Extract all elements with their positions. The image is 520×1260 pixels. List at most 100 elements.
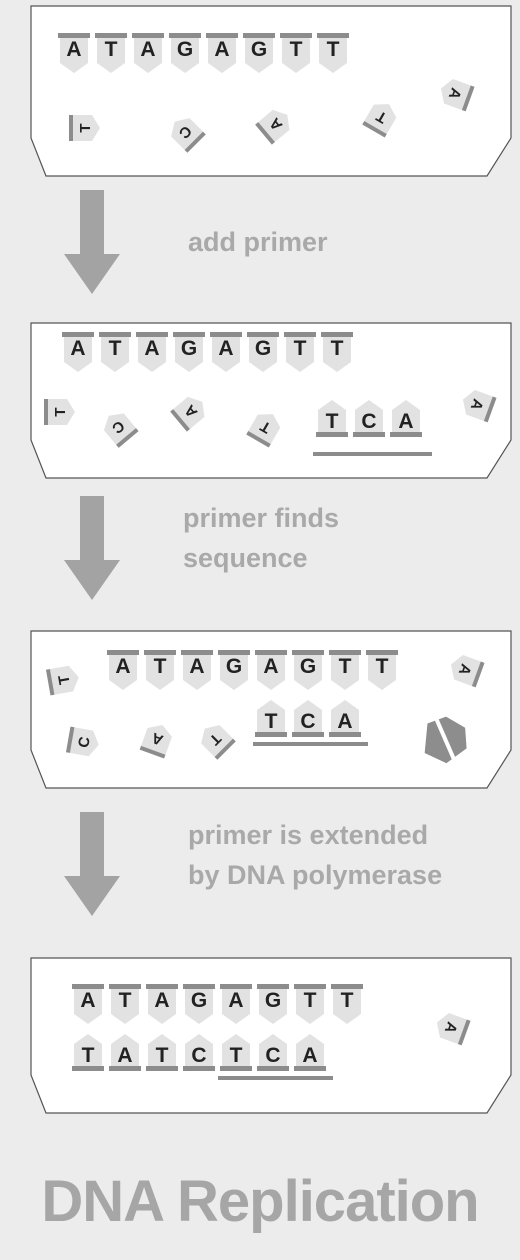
template-nucleotide: A xyxy=(255,650,287,690)
caption-primer-finds-sequence: primer finds sequence xyxy=(183,498,339,578)
backbone-segment xyxy=(206,33,238,38)
free-nucleotide: T xyxy=(362,104,397,138)
template-nucleotide: G xyxy=(247,332,279,372)
base-letter: A xyxy=(263,655,278,678)
nucleotide-body xyxy=(48,665,79,695)
template-nucleotide: A xyxy=(62,332,94,372)
backbone-segment xyxy=(362,121,387,138)
template-nucleotide: G xyxy=(183,984,215,1024)
base-letter: G xyxy=(265,989,281,1012)
base-letter: A xyxy=(337,710,352,733)
nucleotide-body xyxy=(171,38,199,73)
template-nucleotide: A xyxy=(181,650,213,690)
down-arrow-icon xyxy=(64,190,120,294)
nucleotide-body xyxy=(294,700,322,732)
base-letter: A xyxy=(218,337,233,360)
base-letter: A xyxy=(144,337,159,360)
nucleotide-body xyxy=(220,655,248,690)
dna-polymerase-icon xyxy=(424,716,467,764)
nucleotide-body xyxy=(331,655,359,690)
base-letter: A xyxy=(189,655,204,678)
template-nucleotide: T xyxy=(329,650,361,690)
backbone-segment xyxy=(173,332,205,337)
nucleotide-body xyxy=(212,337,240,372)
template-nucleotide: G xyxy=(292,650,324,690)
backbone-segment xyxy=(292,732,324,737)
paired-nucleotide: C xyxy=(257,1034,289,1071)
backbone-segment xyxy=(255,732,287,737)
template-nucleotide: T xyxy=(144,650,176,690)
base-letter: T xyxy=(294,337,307,360)
paired-nucleotide: A xyxy=(294,1034,326,1071)
backbone-segment xyxy=(292,650,324,655)
down-arrow-icon xyxy=(64,812,120,916)
base-letter: A xyxy=(228,989,243,1012)
backbone-segment xyxy=(280,33,312,38)
backbone-segment xyxy=(107,650,139,655)
template-nucleotide: T xyxy=(280,33,312,73)
nucleotide-body xyxy=(249,337,277,372)
base-letter: T xyxy=(105,38,118,61)
nucleotide-body xyxy=(111,1034,139,1066)
nucleotide-body xyxy=(175,337,203,372)
base-letter: T xyxy=(339,655,352,678)
base-letter: G xyxy=(191,989,207,1012)
nucleotide-body xyxy=(257,655,285,690)
backbone-segment xyxy=(146,1066,178,1071)
backbone-segment xyxy=(247,332,279,337)
nucleotide-body xyxy=(282,38,310,73)
paired-nucleotide: T xyxy=(72,1034,104,1071)
backbone-segment xyxy=(316,432,348,437)
backbone-segment xyxy=(72,1066,104,1071)
paired-nucleotide: T xyxy=(220,1034,252,1071)
base-letter: T xyxy=(77,123,94,132)
free-nucleotide: A xyxy=(170,396,205,432)
backbone-segment xyxy=(139,745,166,759)
free-nucleotide: A xyxy=(462,390,497,423)
backbone-segment xyxy=(317,33,349,38)
backbone-segment xyxy=(255,650,287,655)
nucleotide-body xyxy=(331,700,359,732)
free-nucleotide: A xyxy=(436,1013,471,1046)
base-letter: A xyxy=(70,337,85,360)
base-letter: A xyxy=(154,989,169,1012)
reaction-tube-1 xyxy=(30,5,512,177)
nucleotide-body xyxy=(462,390,494,422)
backbone-segment xyxy=(390,432,422,437)
template-nucleotide: A xyxy=(72,984,104,1024)
free-nucleotide: A xyxy=(139,724,172,759)
base-letter: T xyxy=(327,38,340,61)
free-nucleotide: A xyxy=(255,109,290,145)
template-nucleotide: A xyxy=(58,33,90,73)
nucleotide-body xyxy=(97,38,125,73)
backbone-segment xyxy=(329,732,361,737)
base-letter: T xyxy=(331,337,344,360)
backbone-segment xyxy=(321,332,353,337)
nucleotide-body xyxy=(138,337,166,372)
backbone-segment xyxy=(183,1066,215,1071)
backbone-segment xyxy=(257,984,289,989)
backbone-segment xyxy=(116,428,139,448)
backbone-segment xyxy=(44,399,48,425)
base-letter: G xyxy=(300,655,316,678)
caption-primer-finds-line-1: primer finds xyxy=(183,503,340,533)
template-nucleotide: A xyxy=(136,332,168,372)
nucleotide-body xyxy=(64,337,92,372)
free-nucleotide: T xyxy=(246,414,281,448)
backbone-segment xyxy=(483,396,497,423)
nucleotide-body xyxy=(318,400,346,432)
nucleotide-body xyxy=(294,655,322,690)
nucleotide-body xyxy=(74,1034,102,1066)
backbone-segment xyxy=(220,984,252,989)
backbone-segment xyxy=(183,984,215,989)
template-nucleotide: T xyxy=(321,332,353,372)
backbone-segment xyxy=(146,984,178,989)
backbone-segment xyxy=(246,431,271,448)
free-nucleotide: T xyxy=(44,399,75,425)
template-nucleotide: T xyxy=(99,332,131,372)
nucleotide-body xyxy=(222,1034,250,1066)
paired-nucleotide: A xyxy=(390,400,422,437)
backbone-segment xyxy=(214,738,236,760)
